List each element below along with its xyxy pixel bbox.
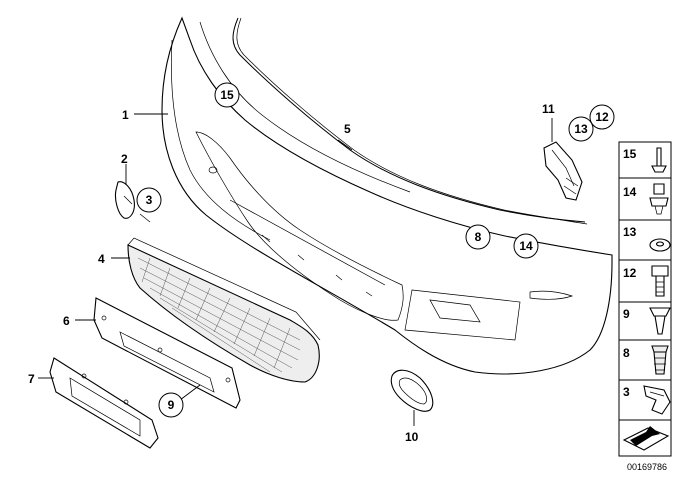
- svg-text:9: 9: [168, 398, 175, 412]
- circled-callouts: 15 3 8 14 13 12 9: [136, 82, 615, 418]
- callout-7: 7: [28, 372, 35, 386]
- expanding-clip-icon: [649, 183, 669, 215]
- leader-lines: [38, 113, 553, 426]
- panel-item-15: 15: [623, 147, 637, 161]
- callout-10: 10: [405, 430, 419, 444]
- svg-text:3: 3: [146, 193, 153, 207]
- svg-text:13: 13: [574, 122, 588, 136]
- callout-15-circle: 15: [214, 82, 240, 108]
- bumper-grille[interactable]: [127, 237, 321, 383]
- panel-item-8: 8: [623, 346, 630, 360]
- rivet-icon: [651, 147, 667, 173]
- callout-3-circle: 3: [136, 187, 162, 213]
- spring-clip-icon: [643, 385, 671, 415]
- callout-8-circle: 8: [465, 224, 491, 250]
- document-id: 00169786: [627, 462, 667, 472]
- fog-lamp-cover[interactable]: [390, 369, 434, 412]
- callout-1: 1: [122, 108, 129, 122]
- arrow-sheet-icon: [622, 426, 670, 451]
- washer-icon: [649, 238, 671, 252]
- callout-2: 2: [121, 152, 128, 166]
- svg-text:15: 15: [220, 88, 234, 102]
- svg-text:8: 8: [475, 230, 482, 244]
- svg-text:14: 14: [519, 239, 533, 253]
- callout-14-circle: 14: [513, 233, 539, 259]
- callout-6: 6: [63, 314, 70, 328]
- expanding-nut-icon: [651, 345, 669, 375]
- panel-item-13: 13: [623, 225, 637, 239]
- callout-4: 4: [98, 252, 105, 266]
- license-plate-base[interactable]: [49, 357, 159, 449]
- seal-strip[interactable]: [232, 17, 586, 223]
- panel-item-3: 3: [623, 385, 630, 399]
- small-parts-panel: 15 14 13 12 9 8 3: [618, 141, 672, 457]
- svg-text:12: 12: [595, 110, 609, 124]
- push-clip-icon: [649, 307, 671, 335]
- callout-12-circle: 12: [589, 104, 615, 130]
- panel-item-9: 9: [623, 307, 630, 321]
- hex-bolt-icon: [651, 265, 669, 297]
- callout-9-circle: 9: [158, 392, 184, 418]
- bumper-bracket[interactable]: [543, 141, 583, 201]
- towing-eye-cover[interactable]: [114, 181, 151, 223]
- panel-item-12: 12: [623, 266, 637, 280]
- callout-13-circle: 13: [568, 116, 594, 142]
- panel-item-14: 14: [623, 185, 637, 199]
- front-bumper[interactable]: [161, 16, 613, 375]
- callout-labels: 1 2 4 6 7 5 11 10: [28, 102, 555, 444]
- callout-11: 11: [542, 102, 555, 116]
- callout-5: 5: [344, 122, 351, 136]
